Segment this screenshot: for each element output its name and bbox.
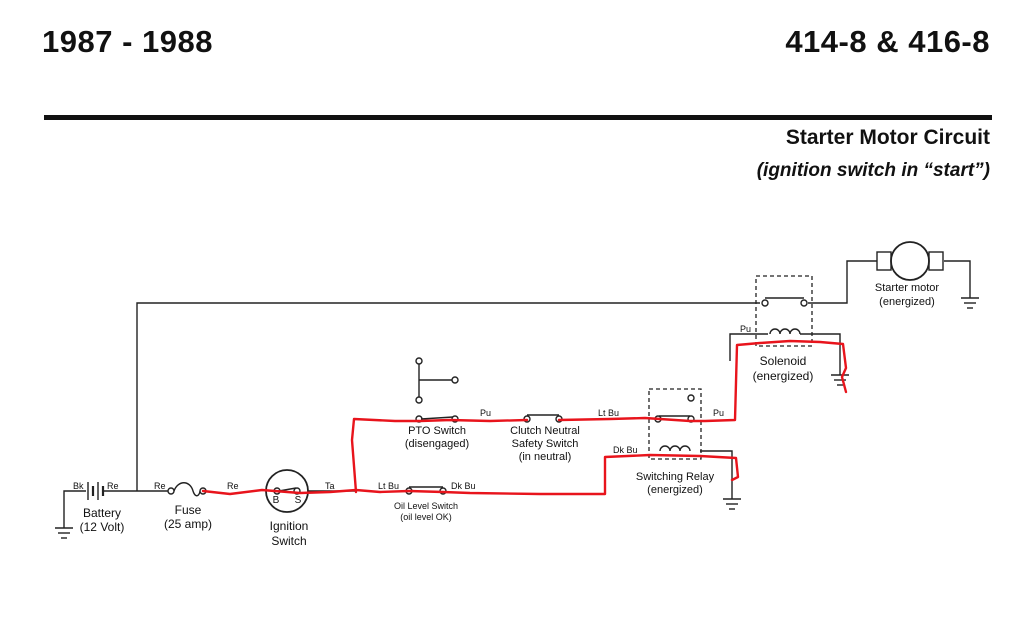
wire-label: Pu <box>713 408 724 418</box>
energized-wire <box>350 417 529 494</box>
ground-icon <box>961 297 979 309</box>
clutch-label-line2: Safety Switch <box>512 438 579 450</box>
wire-label: Bk <box>73 481 84 491</box>
starter-motor-icon <box>876 241 944 281</box>
wire-label: Re <box>227 481 239 491</box>
wire-label: Pu <box>480 408 491 418</box>
fuse-icon <box>167 482 207 497</box>
solenoid-coil-feed-wire <box>729 333 768 361</box>
ground-icon <box>831 374 849 386</box>
energized-wire <box>354 453 740 496</box>
starter-label: Starter motor <box>875 282 940 294</box>
energized-wire <box>201 488 358 496</box>
ignition-terminal-s: S <box>295 495 302 506</box>
energized-path-highlight <box>201 339 848 496</box>
battery-sub-label: (12 Volt) <box>80 520 125 534</box>
pto-switch-icon <box>415 357 459 423</box>
solenoid-icon <box>755 275 813 347</box>
clutch-label-line1: Clutch Neutral <box>510 425 580 437</box>
oil-sub-label: (oil level OK) <box>400 512 452 522</box>
relay-icon <box>648 388 702 460</box>
relay-label: Switching Relay <box>636 471 715 483</box>
pto-label: PTO Switch <box>408 425 466 437</box>
starter-ground-wire <box>944 260 971 298</box>
battery-to-solenoid-wire <box>136 302 760 491</box>
ground-icon <box>723 498 741 510</box>
battery-icon <box>87 482 105 500</box>
solenoid-to-starter-wire <box>808 260 877 304</box>
header-years: 1987 - 1988 <box>42 24 213 59</box>
diagram-subtitle: (ignition switch in “start”) <box>756 160 990 181</box>
relay-sub-label: (energized) <box>647 484 703 496</box>
circuit-wires <box>63 260 971 528</box>
wire-label: Re <box>107 481 119 491</box>
header-models: 414-8 & 416-8 <box>785 24 990 59</box>
relay-ground-wire <box>700 450 733 499</box>
fuse-sub-label: (25 amp) <box>164 517 212 531</box>
pto-sub-label: (disengaged) <box>405 438 469 450</box>
wire-label: Lt Bu <box>378 481 399 491</box>
ground-icon <box>55 527 73 539</box>
ignition-label-line1: Ignition <box>270 519 309 533</box>
wire-label: Dk Bu <box>451 481 476 491</box>
ignition-label-line2: Switch <box>271 534 306 548</box>
solenoid-ground-wire <box>800 333 841 375</box>
ground-symbols <box>55 297 979 539</box>
wire-labels: Bk Re Re Re Ta Lt Bu Dk Bu Pu Lt Bu Pu P… <box>73 324 751 491</box>
wire-label: Re <box>154 481 166 491</box>
clutch-switch-icon <box>523 414 563 423</box>
diagram-title: Starter Motor Circuit <box>785 126 990 149</box>
header-rule <box>44 115 992 120</box>
wire-label: Dk Bu <box>613 445 638 455</box>
wire-label: Lt Bu <box>598 408 619 418</box>
clutch-sub-label: (in neutral) <box>519 451 572 463</box>
solenoid-sub-label: (energized) <box>753 369 814 383</box>
solenoid-label: Solenoid <box>760 354 807 368</box>
wire-label: Ta <box>325 481 335 491</box>
battery-ground-wire <box>63 490 86 528</box>
energized-wire <box>557 339 848 423</box>
wire-label: Pu <box>740 324 751 334</box>
fuse-label: Fuse <box>175 503 202 517</box>
starter-sub-label: (energized) <box>879 296 935 308</box>
battery-label: Battery <box>83 506 121 520</box>
ignition-terminal-b: B <box>273 495 280 506</box>
oil-label: Oil Level Switch <box>394 501 458 511</box>
component-labels: Battery (12 Volt) Fuse (25 amp) Ignition… <box>80 282 940 548</box>
